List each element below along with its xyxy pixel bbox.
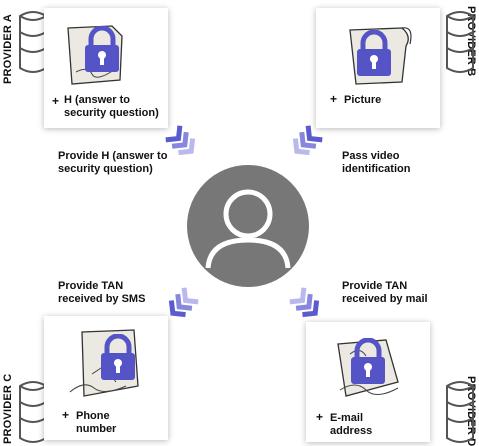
user-avatar-icon (187, 165, 309, 287)
chevron-arrow-icon (289, 287, 320, 318)
provider-c-label: PROVIDER C (2, 373, 14, 444)
padlock-icon (351, 338, 385, 384)
provider-a-item: H (answer to security question) (64, 94, 159, 119)
provider-c-item: Phone number (76, 410, 117, 435)
padlock-icon (101, 334, 135, 380)
chevron-arrow-icon (292, 125, 323, 156)
provider-d-card: + E-mail address (306, 322, 430, 442)
provider-a-card: + H (answer to security question) (44, 8, 168, 128)
provider-c-card: + Phone number (44, 316, 168, 440)
provider-a-label: PROVIDER A (2, 13, 14, 84)
plus-symbol: + (62, 408, 70, 422)
plus-symbol: + (330, 92, 338, 106)
provider-b-item: Picture (344, 94, 382, 106)
provider-b-card: + Picture (316, 8, 440, 128)
plus-symbol: + (52, 94, 60, 108)
provider-d-step: Provide TAN received by mail (342, 280, 428, 305)
database-icon (446, 381, 474, 443)
padlock-icon (357, 30, 391, 76)
provider-d-item: E-mail address (330, 412, 373, 437)
provider-c-step: Provide TAN received by SMS (58, 280, 146, 305)
provider-b-step: Pass video identification (342, 150, 411, 175)
chevron-arrow-icon (168, 287, 199, 318)
provider-a-step: Provide H (answer to security question) (58, 150, 168, 175)
chevron-arrow-icon (165, 125, 196, 156)
padlock-icon (85, 26, 119, 72)
plus-symbol: + (316, 410, 324, 424)
database-icon (446, 11, 474, 73)
